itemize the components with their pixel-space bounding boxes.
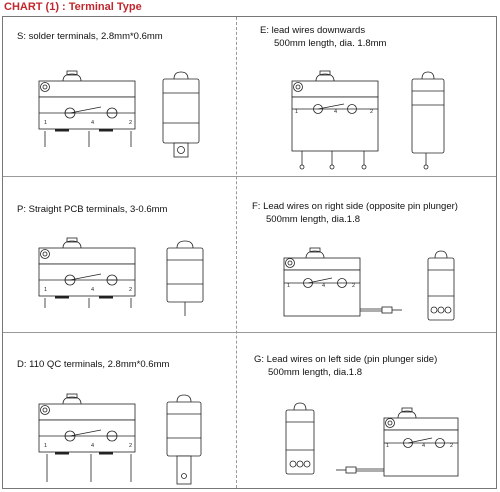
pin-label-4: 4	[91, 443, 94, 449]
cell-caption: S: solder terminals, 2.8mm*0.6mm	[17, 30, 163, 43]
cell-caption: P: Straight PCB terminals, 3-0.6mm	[17, 203, 167, 216]
caption-line-2: 500mm length, dia. 1.8mm	[274, 38, 387, 49]
switch-side-view-pcb	[166, 240, 204, 316]
pin-label-4: 4	[422, 443, 425, 449]
pin-label-1: 1	[386, 443, 389, 449]
row-divider	[3, 176, 496, 177]
pin-label-2: 2	[352, 283, 355, 289]
pin-label-1: 1	[44, 443, 47, 449]
switch-front-view-solder: 1 4 2	[38, 70, 136, 147]
caption-line-1: S: solder terminals, 2.8mm*0.6mm	[17, 31, 163, 42]
cell-caption: F: Lead wires on right side (opposite pi…	[252, 200, 458, 226]
switch-side-view-wires-down	[411, 71, 445, 170]
caption-line-1: P: Straight PCB terminals, 3-0.6mm	[17, 204, 168, 215]
cell-solder-terminals: S: solder terminals, 2.8mm*0.6mm 1 4 2	[3, 17, 236, 176]
cell-caption: E: lead wires downwards 500mm length, di…	[260, 24, 386, 50]
pin-label-4: 4	[334, 109, 337, 115]
cell-caption: D: 110 QC terminals, 2.8mm*0.6mm	[17, 358, 169, 371]
switch-front-view-wires-down: 1 4 2	[291, 70, 379, 170]
switch-front-view-wires-right: 1 4 2	[283, 247, 402, 317]
row-divider	[3, 332, 496, 333]
pin-label-2: 2	[370, 109, 373, 115]
caption-line-1: G: Lead wires on left side (pin plunger …	[254, 354, 438, 365]
cell-pcb-terminals: P: Straight PCB terminals, 3-0.6mm 1 4 2	[3, 176, 236, 332]
cell-caption: G: Lead wires on left side (pin plunger …	[254, 353, 437, 379]
pin-label-4: 4	[91, 120, 94, 126]
caption-line-2: 500mm length, dia.1.8	[266, 214, 361, 225]
cell-lead-wires-down: E: lead wires downwards 500mm length, di…	[236, 17, 498, 176]
chart-title: CHART (1) : Terminal Type	[4, 1, 142, 13]
pin-label-2: 2	[129, 443, 132, 449]
switch-front-view-wires-left: 1 4 2	[336, 407, 459, 477]
pin-label-1: 1	[44, 287, 47, 293]
caption-line-1: D: 110 QC terminals, 2.8mm*0.6mm	[17, 359, 170, 370]
caption-line-1: F: Lead wires on right side (opposite pi…	[252, 201, 458, 212]
caption-line-1: E: lead wires downwards	[260, 25, 366, 36]
cell-lead-wires-left: G: Lead wires on left side (pin plunger …	[236, 332, 498, 490]
pin-label-1: 1	[287, 283, 290, 289]
switch-side-view-qc	[166, 394, 202, 485]
terminal-type-table: S: solder terminals, 2.8mm*0.6mm 1 4 2	[2, 16, 497, 489]
pin-label-2: 2	[129, 287, 132, 293]
caption-line-2: 500mm length, dia.1.8	[268, 367, 363, 378]
switch-front-view-pcb: 1 4 2	[38, 237, 136, 308]
pin-label-2: 2	[450, 443, 453, 449]
pin-label-2: 2	[129, 120, 132, 126]
pin-label-4: 4	[91, 287, 94, 293]
switch-side-view-wires-left	[285, 402, 315, 475]
switch-side-view-wires-right	[427, 250, 455, 321]
switch-front-view-qc: 1 4 2	[38, 393, 136, 482]
cell-qc-terminals: D: 110 QC terminals, 2.8mm*0.6mm 1 4 2	[3, 332, 236, 490]
pin-label-1: 1	[44, 120, 47, 126]
pin-label-4: 4	[322, 283, 325, 289]
switch-side-view-solder	[162, 71, 200, 158]
pin-label-1: 1	[295, 109, 298, 115]
cell-lead-wires-right: F: Lead wires on right side (opposite pi…	[236, 176, 498, 332]
column-divider	[236, 17, 237, 488]
